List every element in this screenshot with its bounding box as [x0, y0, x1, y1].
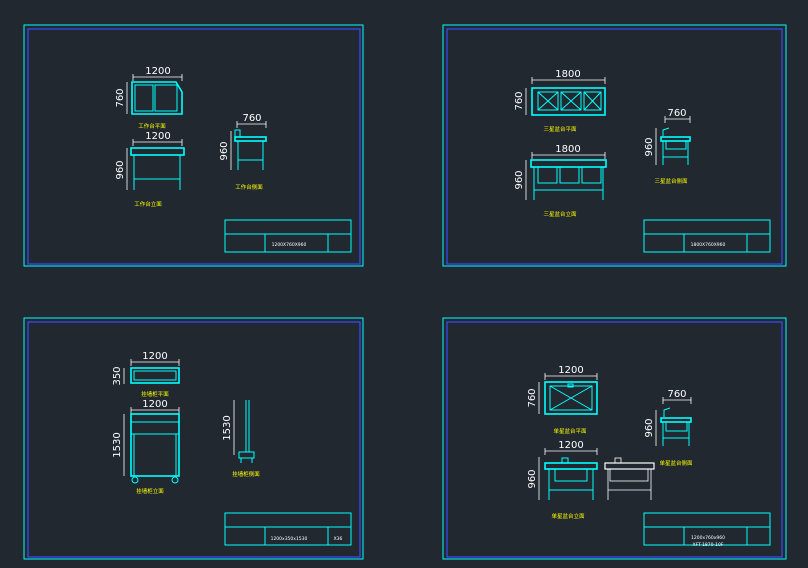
sheet-border-inner: [27, 321, 361, 558]
label-side: 挂墙柜侧面: [232, 470, 260, 478]
plan-view: 1200 760 单星盆台平面: [527, 365, 598, 435]
label-plan: 挂墙柜平面: [141, 390, 169, 398]
sheet-border-outer: [23, 24, 364, 267]
label-front: 三星盆台立面: [543, 210, 577, 218]
label-side: 三星盆台侧面: [654, 177, 688, 185]
plan-view: 1200 350 挂墙柜平面: [112, 351, 180, 398]
label-plan: 单星盆台平面: [553, 427, 587, 435]
sheet-border-outer: [23, 317, 364, 560]
title-block: 1800X760X960: [643, 219, 771, 253]
title-block: 1200X760X960: [224, 219, 352, 253]
front-view: 1200 1530 挂墙柜立面: [112, 399, 180, 495]
dim-front-height: 960: [527, 469, 538, 488]
dim-side-height: 960: [219, 141, 230, 160]
title-block-extra: XFT-1870-10F: [693, 542, 724, 548]
dim-plan-depth: 350: [112, 366, 123, 385]
dim-side-depth: 760: [242, 113, 261, 124]
dim-front-width: 1200: [558, 440, 583, 451]
dim-side-depth: 760: [667, 108, 686, 119]
dim-plan-width: 1800: [555, 69, 580, 80]
front-view: 1200 960 工作台立面: [115, 131, 185, 208]
sheet-border-inner: [446, 28, 783, 265]
title-block-spec: 1200X760X960: [272, 242, 307, 248]
sheet-triple-sink: 1800 760 三星盆台平面 1800 960 三星盆台立面: [442, 24, 787, 267]
label-side: 工作台侧面: [235, 183, 263, 191]
title-block: 1200x350x1530 X36: [224, 512, 352, 546]
dim-front-width: 1800: [555, 144, 580, 155]
label-front: 工作台立面: [134, 200, 162, 208]
dim-plan-depth: 760: [527, 388, 538, 407]
dim-front-height: 960: [514, 170, 525, 189]
sheet-border-inner: [446, 321, 783, 558]
dim-side-depth: 760: [667, 389, 686, 400]
dim-side-height: 1530: [222, 415, 233, 440]
dim-front-width: 1200: [145, 131, 170, 142]
side-view: 1530 挂墙柜侧面: [222, 400, 260, 478]
section-view: [604, 457, 655, 500]
side-view: 760 960 工作台侧面: [219, 113, 267, 191]
title-block-spec: 1800X760X960: [691, 242, 726, 248]
sheet-large-sink: 1200 760 单星盆台平面 1200 960 单星盆台立面: [442, 317, 787, 560]
title-block-spec: 1200x760x960: [691, 535, 725, 541]
title-block-extra: X36: [334, 536, 343, 542]
sheet-border-outer: [442, 317, 787, 560]
dim-plan-depth: 760: [115, 88, 126, 107]
front-view: 1800 960 三星盆台立面: [514, 144, 607, 218]
sheet-border-outer: [442, 24, 787, 267]
sheet-work-table: 1200 760 工作台平面 1200 960 工作台立面 760 960: [23, 24, 364, 267]
dim-plan-width: 1200: [558, 365, 583, 376]
dim-side-height: 960: [644, 418, 655, 437]
dim-front-height: 1530: [112, 432, 123, 457]
title-block-spec: 1200x350x1530: [271, 536, 308, 542]
dim-front-width: 1200: [142, 399, 167, 410]
dim-plan-depth: 760: [514, 91, 525, 110]
sheet-border-inner: [27, 28, 361, 265]
sheet-wall-cabinet: 1200 350 挂墙柜平面 1200 1530 挂墙柜立面 1530: [23, 317, 364, 560]
label-side: 单星盆台侧面: [659, 459, 693, 467]
label-front: 挂墙柜立面: [136, 487, 164, 495]
plan-view: 1200 760 工作台平面: [115, 66, 183, 130]
title-block: 1200x760x960 XFT-1870-10F: [643, 512, 771, 548]
dim-plan-width: 1200: [145, 66, 170, 77]
side-view: 760 960 三星盆台侧面: [644, 108, 691, 185]
dim-plan-width: 1200: [142, 351, 167, 362]
label-plan: 三星盆台平面: [543, 125, 577, 133]
label-plan: 工作台平面: [138, 122, 166, 130]
front-view: 1200 960 单星盆台立面: [527, 440, 598, 520]
label-front: 单星盆台立面: [551, 512, 585, 520]
plan-view: 1800 760 三星盆台平面: [514, 69, 606, 133]
dim-front-height: 960: [115, 160, 126, 179]
side-view: 760 960 单星盆台侧面: [644, 389, 693, 467]
dim-side-height: 960: [644, 137, 655, 156]
